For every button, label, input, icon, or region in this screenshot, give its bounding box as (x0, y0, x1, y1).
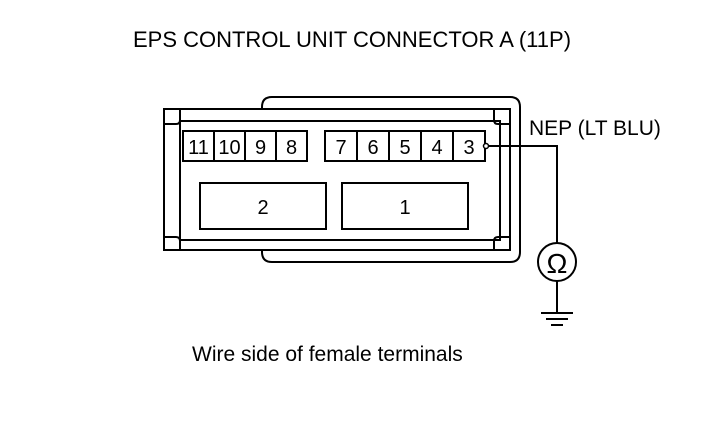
terminal-2-box (199, 182, 327, 230)
terminal-2: 2 (257, 197, 268, 219)
terminal-group-left: 11 10 9 8 (182, 130, 308, 162)
ohm-symbol: Ω (547, 248, 568, 279)
terminal-8: 8 (286, 137, 297, 159)
ground-icon (541, 281, 573, 326)
probe-point (482, 142, 490, 150)
terminal-group-right: 7 6 5 4 3 (324, 130, 486, 162)
terminal-10: 10 (218, 137, 240, 159)
probe-wire (489, 145, 558, 243)
corner-notch-bottom-right (493, 236, 510, 250)
connector-inner-rim (179, 120, 501, 241)
diagram-title: EPS CONTROL UNIT CONNECTOR A (11P) (132, 27, 572, 52)
terminal-5: 5 (399, 137, 410, 159)
corner-notch-bottom-left (164, 236, 181, 250)
connector-back-housing (261, 96, 521, 263)
terminal-6: 6 (367, 137, 378, 159)
wire-label: NEP (LT BLU) (529, 117, 661, 140)
diagram-caption: Wire side of female terminals (192, 343, 463, 366)
corner-notch-top-left (164, 109, 181, 125)
corner-notch-top-right (493, 109, 510, 125)
terminal-7: 7 (335, 137, 346, 159)
terminal-1: 1 (399, 197, 410, 219)
terminal-group-bottom: 2 1 (199, 182, 469, 230)
terminal-9: 9 (255, 137, 266, 159)
terminal-4: 4 (431, 137, 442, 159)
terminal-3: 3 (463, 137, 474, 159)
terminal-11: 11 (188, 137, 209, 159)
terminal-1-box (341, 182, 469, 230)
